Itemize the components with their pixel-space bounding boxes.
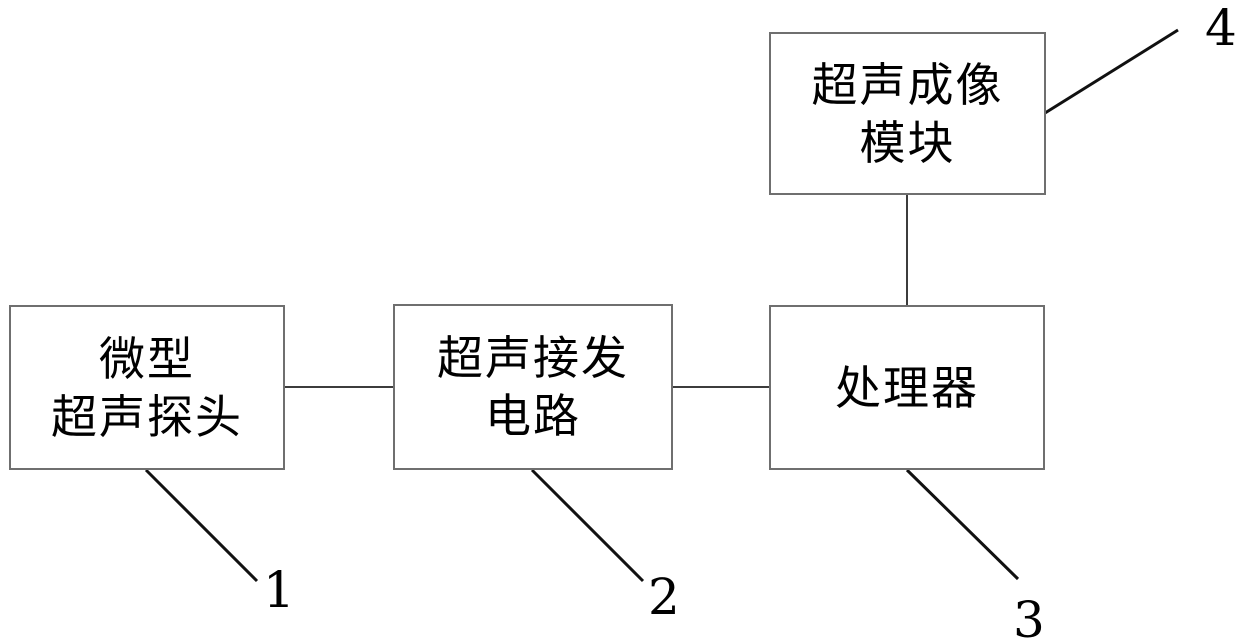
box-processor: 处理器 <box>769 305 1045 470</box>
box-label-line: 电路 <box>485 389 581 443</box>
leader-line-1 <box>144 468 259 583</box>
ref-label-2: 2 <box>648 568 680 626</box>
box-label-line: 超声接发 <box>437 331 629 385</box>
box-label-line: 微型 <box>99 331 195 386</box>
ref-label-1: 1 <box>263 561 295 619</box>
box-ultrasound-imaging-module: 超声成像 模块 <box>769 32 1046 195</box>
box-micro-ultrasound-probe: 微型 超声探头 <box>9 305 285 470</box>
box-label-line: 超声成像 <box>811 57 1004 112</box>
leader-line-3 <box>905 468 1020 581</box>
leader-line-4 <box>1044 28 1179 115</box>
leader-line-2 <box>530 468 645 583</box>
box-label-line: 超声探头 <box>51 389 243 444</box>
ref-label-4: 4 <box>1205 0 1237 57</box>
box-label-line: 模块 <box>859 115 956 170</box>
ref-label-3: 3 <box>1013 591 1045 642</box>
box-ultrasound-transceiver-circuit: 超声接发 电路 <box>393 304 673 470</box>
box-label-line: 处理器 <box>835 360 979 415</box>
